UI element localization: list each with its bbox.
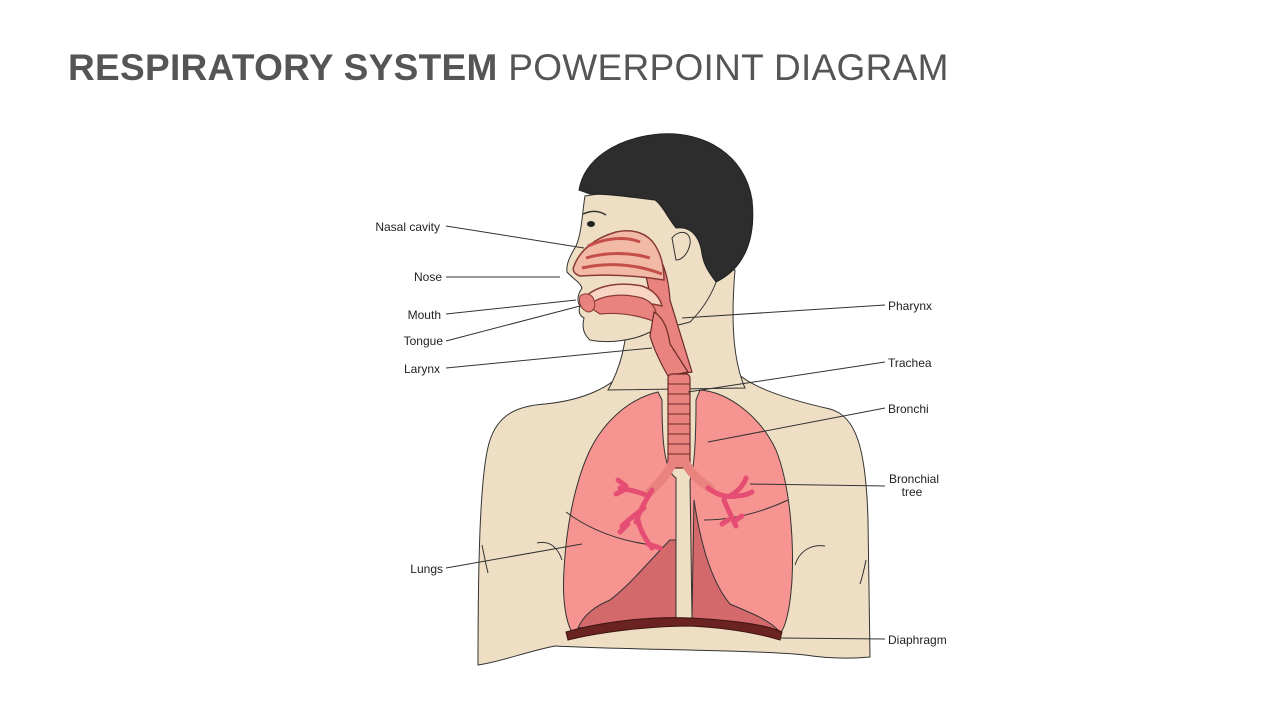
page-title: RESPIRATORY SYSTEM POWERPOINT DIAGRAM — [68, 46, 949, 90]
line-nasal-cavity — [445, 225, 585, 249]
label-larynx: Larynx — [404, 362, 440, 376]
line-lungs — [445, 543, 583, 569]
nasal-turbinate-2 — [585, 252, 651, 260]
label-bronchial-tree-2: tree — [902, 485, 923, 499]
label-bronchial-tree-1: Bronchial — [889, 472, 939, 486]
nasal-turbinate-1 — [587, 237, 641, 248]
diaphragm-shape — [565, 617, 783, 641]
line-tongue — [445, 305, 581, 342]
left-armpit-line — [536, 541, 563, 561]
hair — [578, 133, 754, 283]
title-light: POWERPOINT DIAGRAM — [508, 47, 949, 88]
left-arm-line — [481, 544, 489, 574]
right-armpit-line — [794, 545, 826, 566]
line-diaphragm — [779, 637, 886, 640]
label-bronchi: Bronchi — [888, 402, 929, 416]
tongue-shape — [587, 294, 658, 323]
leader-lines — [445, 225, 886, 640]
label-trachea: Trachea — [888, 356, 932, 370]
line-bronchi — [707, 407, 886, 443]
label-nose: Nose — [414, 270, 442, 284]
label-tongue: Tongue — [404, 334, 444, 348]
left-lower-lobe — [577, 539, 677, 629]
eyebrow — [582, 210, 607, 216]
title-bold: RESPIRATORY SYSTEM — [68, 47, 498, 88]
line-pharynx — [681, 304, 886, 319]
line-mouth — [445, 299, 577, 315]
label-pharynx: Pharynx — [888, 299, 932, 313]
label-nasal-cavity: Nasal cavity — [375, 220, 440, 234]
line-trachea — [687, 361, 886, 393]
right-fissure — [703, 499, 789, 521]
labels: Nasal cavity Nose Mouth Tongue Larynx Lu… — [375, 220, 946, 647]
ear — [671, 231, 691, 261]
airway-group — [565, 230, 783, 641]
line-larynx — [445, 347, 653, 369]
right-lower-lobe — [691, 499, 780, 631]
lips — [579, 293, 596, 313]
right-arm-line — [859, 559, 867, 585]
lungs-group — [563, 389, 793, 635]
right-bronchial-tree — [705, 475, 755, 529]
line-bronchial-tree — [749, 483, 886, 487]
label-lungs: Lungs — [410, 562, 443, 576]
hard-palate — [581, 263, 663, 276]
trachea-rings — [668, 383, 690, 455]
left-bronchial-tree — [613, 477, 663, 551]
eye — [587, 221, 595, 227]
label-diaphragm: Diaphragm — [888, 633, 947, 647]
label-mouth: Mouth — [408, 308, 441, 322]
